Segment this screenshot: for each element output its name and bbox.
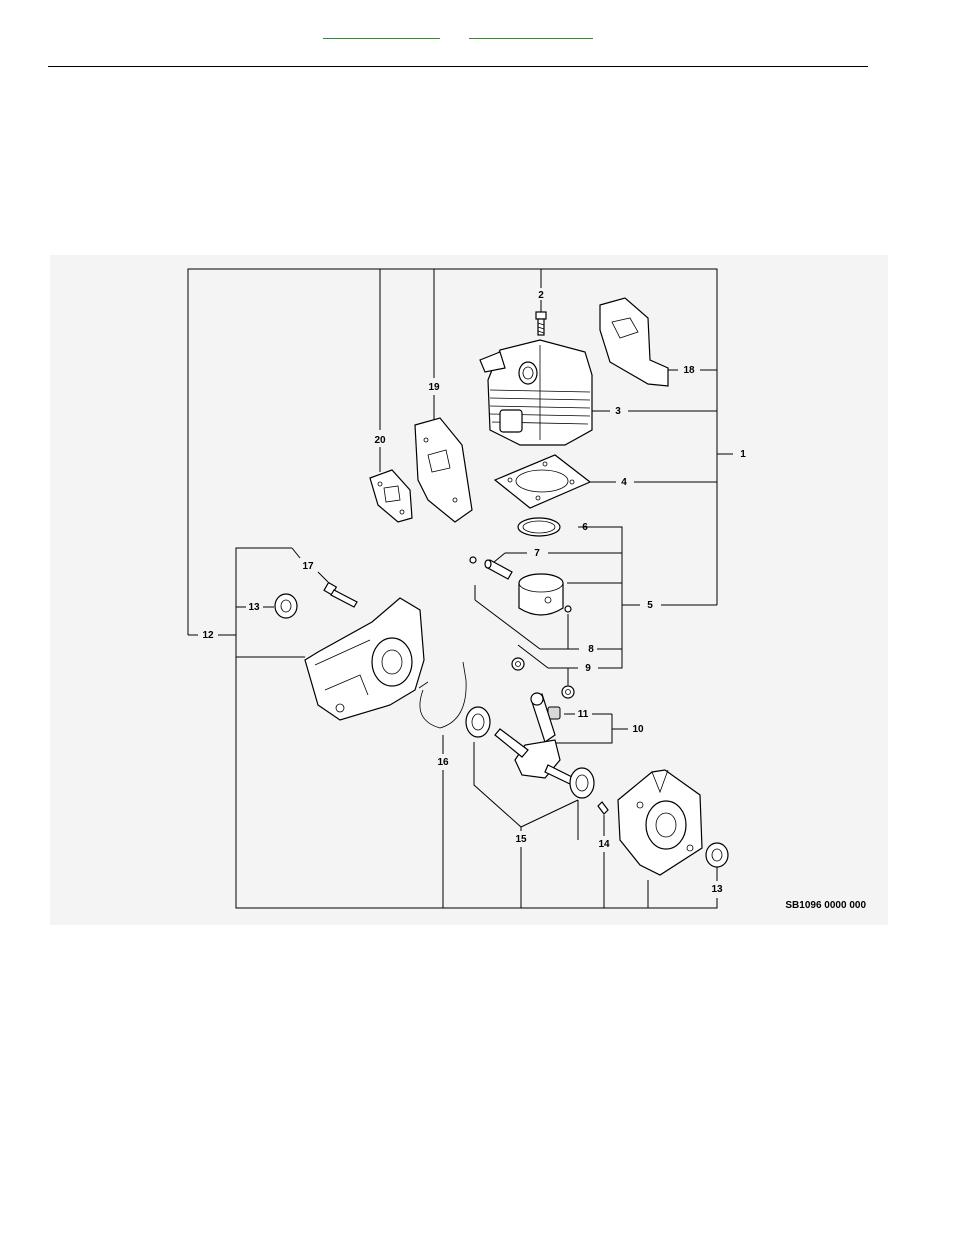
cylinder-part [480,340,592,445]
callout-17: 17 [302,561,314,572]
callout-18: 18 [683,365,695,376]
callout-1: 1 [740,449,746,460]
callout-13-right: 13 [711,884,723,895]
crankcase-right-part [618,770,702,875]
callout-5: 5 [647,600,653,611]
callout-9: 9 [585,663,591,674]
callout-6: 6 [582,522,588,533]
intake-gasket-part [415,418,472,522]
callout-3: 3 [615,406,621,417]
piston-ring-part [518,518,560,536]
crankcase-left-part [305,598,424,720]
piston-part [519,574,563,615]
callout-13-left: 13 [248,602,260,613]
cylinder-bolt-part [536,312,546,335]
diagram-reference-code: SB1096 0000 000 [785,900,866,911]
callout-19: 19 [428,382,440,393]
callout-8: 8 [588,644,594,655]
insulator-gasket-part [370,470,412,522]
callout-12: 12 [202,630,214,641]
callout-20: 20 [374,435,386,446]
heat-shield-part [600,298,668,386]
callout-4: 4 [621,477,627,488]
callout-10: 10 [632,724,644,735]
callout-2: 2 [538,290,544,301]
piston-pin-part [485,560,512,579]
crankcase-bolt-part [324,583,357,607]
callout-16: 16 [437,757,449,768]
dowel-pin-part [598,802,608,814]
cylinder-gasket-part [495,455,590,508]
callout-14: 14 [598,839,610,850]
callout-15: 15 [515,834,527,845]
callout-11: 11 [578,709,589,720]
crankcase-clip-part [419,662,466,728]
callout-7: 7 [534,548,540,559]
crankshaft-part [495,693,574,784]
